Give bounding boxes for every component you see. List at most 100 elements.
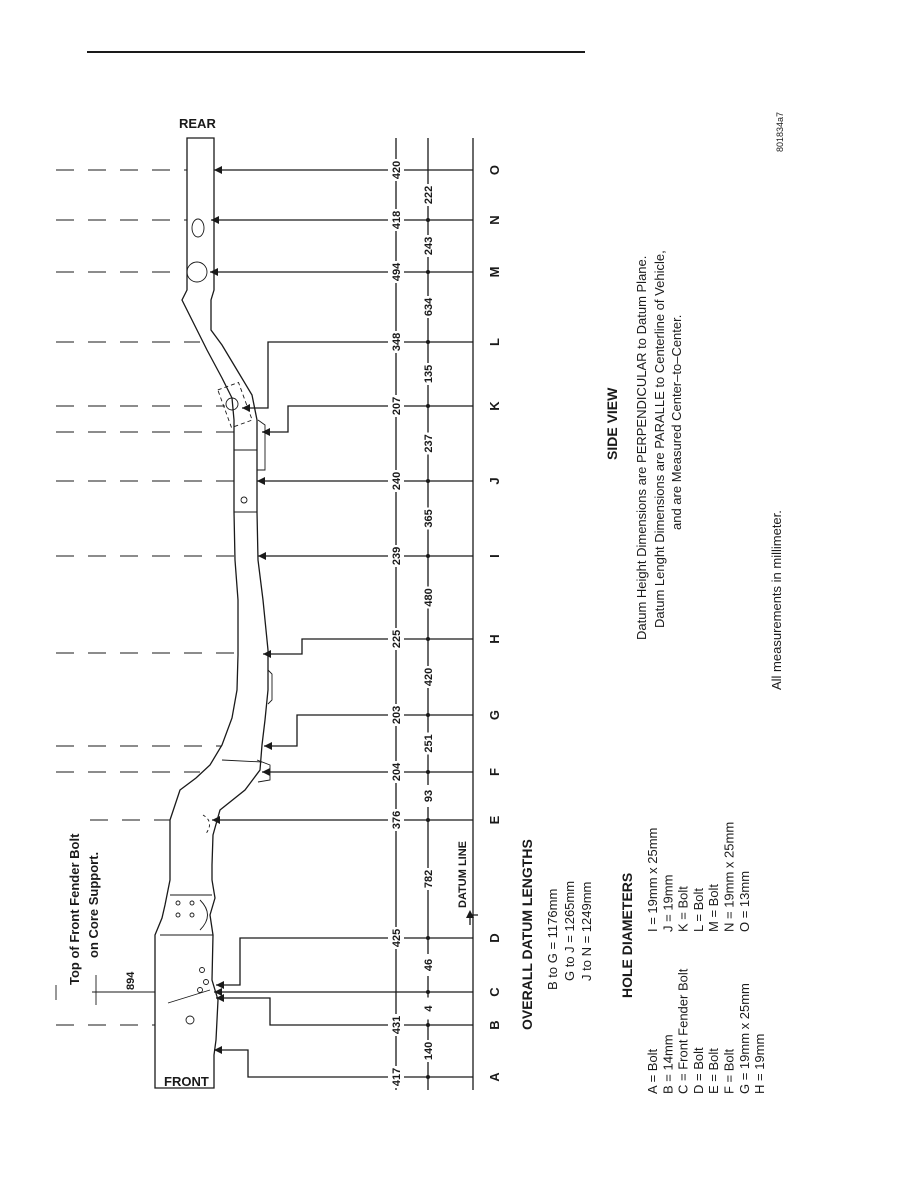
spacing-value: 365 — [423, 509, 435, 527]
point-letter: O — [487, 165, 502, 175]
hole-diameter-item: G = 19mm x 25mm — [737, 983, 752, 1094]
height-label-bg — [388, 209, 404, 231]
height-value: 240 — [391, 472, 403, 490]
spacing-label-bg — [420, 954, 436, 976]
height-label-bg — [388, 809, 404, 831]
spacing-label-bg — [420, 666, 436, 688]
datum-line-label: DATUM LINE — [457, 841, 469, 908]
arrowheads — [210, 166, 272, 1054]
side-view-note: Datum Lenght Dimensions are PARALLE to C… — [652, 250, 667, 628]
spacing-label-bg — [420, 732, 436, 755]
hole-diameter-item: K = Bolt — [676, 886, 691, 932]
axis-lines — [395, 138, 474, 1090]
datum-line-pointer — [466, 910, 478, 925]
spacing-value: 782 — [423, 870, 435, 888]
spacing-value: 222 — [423, 186, 435, 204]
height-label-bg — [388, 628, 404, 650]
figure-code: 801834a7 — [775, 112, 785, 152]
side-view-title: SIDE VIEW — [604, 387, 620, 460]
height-label-bg — [388, 470, 404, 492]
height-label-bg — [388, 331, 404, 353]
hole-diameter-item: C = Front Fender Bolt — [676, 968, 691, 1094]
point-letter: D — [487, 933, 502, 942]
spacing-label-bg — [420, 432, 436, 455]
spacing-value: 420 — [423, 668, 435, 686]
spacing-label-bg — [420, 586, 436, 609]
spacing-label-bg — [420, 997, 436, 1020]
hole-diameter-item: E = Bolt — [706, 1048, 721, 1094]
front-label: FRONT — [164, 1074, 209, 1089]
fender-bolt-height: 894 — [125, 971, 137, 990]
spacing-value: 140 — [423, 1042, 435, 1060]
hole-diameter-item: L = Bolt — [691, 888, 706, 932]
height-label-bg — [388, 159, 404, 181]
height-value: 417 — [391, 1068, 403, 1086]
spacing-value: 480 — [423, 588, 435, 606]
height-values: 4174314253762042032252392402073484944184… — [388, 159, 404, 1088]
hole-diameter-item: D = Bolt — [691, 1047, 706, 1094]
point-letter: C — [487, 987, 502, 997]
overall-length-item: B to G = 1176mm — [545, 889, 560, 990]
spacing-value: 46 — [423, 959, 435, 971]
spacing-label-bg — [420, 785, 436, 807]
overall-lengths-title: OVERALL DATUM LENGTHS — [519, 839, 535, 1030]
hole-diameter-item: F = Bolt — [722, 1048, 737, 1094]
spacing-value: 93 — [423, 790, 435, 802]
spacing-ticks — [426, 218, 430, 1079]
fender-bolt-note-line2: on Core Support. — [86, 852, 101, 958]
spacing-label-bg — [420, 296, 436, 318]
side-view-note: and are Measured Center–to–Center. — [669, 315, 684, 530]
height-label-bg — [388, 1014, 404, 1036]
spacing-label-bg — [420, 507, 436, 530]
spacing-value: 135 — [423, 365, 435, 383]
height-label-bg — [388, 261, 404, 283]
frame-rail — [154, 137, 273, 1089]
hole-diameter-item: I = 19mm x 25mm — [645, 828, 660, 932]
overall-length-item: J to N = 1249mm — [579, 882, 594, 981]
height-value: 348 — [391, 333, 403, 351]
height-value: 225 — [391, 630, 403, 648]
dashed-guide-lines — [55, 169, 238, 1026]
height-value: 431 — [391, 1016, 403, 1034]
height-value: 494 — [391, 262, 403, 281]
hole-diameter-item: M = Bolt — [706, 884, 721, 932]
side-view-note: Datum Height Dimensions are PERPENDICULA… — [634, 256, 649, 640]
fender-bolt-note-line1: Top of Front Fender Bolt — [67, 833, 82, 985]
height-value: 418 — [391, 211, 403, 229]
point-letter: L — [487, 338, 502, 346]
height-label-bg — [388, 395, 404, 417]
point-letter: G — [487, 710, 502, 720]
spacing-value: 634 — [423, 297, 435, 316]
height-value: 203 — [391, 706, 403, 724]
rear-label: REAR — [179, 116, 216, 131]
height-value: 239 — [391, 547, 403, 565]
point-letter: M — [487, 267, 502, 278]
spacing-label-bg — [420, 184, 436, 206]
point-letter: I — [487, 554, 502, 558]
spacing-value: 237 — [423, 434, 435, 452]
height-label-bg — [388, 927, 404, 949]
spacing-label-bg — [420, 868, 436, 890]
spacing-value: 4 — [423, 1005, 435, 1012]
point-letter: J — [487, 477, 502, 484]
hole-diameter-item: J = 19mm — [660, 875, 675, 932]
overall-length-item: G to J = 1265mm — [562, 881, 577, 981]
hole-diameters-title: HOLE DIAMETERS — [619, 873, 635, 998]
point-letter: K — [487, 401, 502, 411]
height-label-bg — [388, 1066, 404, 1088]
height-value: 207 — [391, 397, 403, 415]
point-letter: F — [487, 768, 502, 776]
hole-diameter-item: O = 13mm — [737, 871, 752, 932]
height-label-bg — [388, 761, 404, 783]
spacing-value: 243 — [423, 237, 435, 255]
height-label-bg — [388, 545, 404, 567]
height-value: 425 — [391, 929, 403, 947]
units-footnote: All measurements in millimeter. — [769, 510, 784, 690]
point-letter: A — [487, 1072, 502, 1082]
hole-diameter-item: H = 19mm — [752, 1034, 767, 1094]
